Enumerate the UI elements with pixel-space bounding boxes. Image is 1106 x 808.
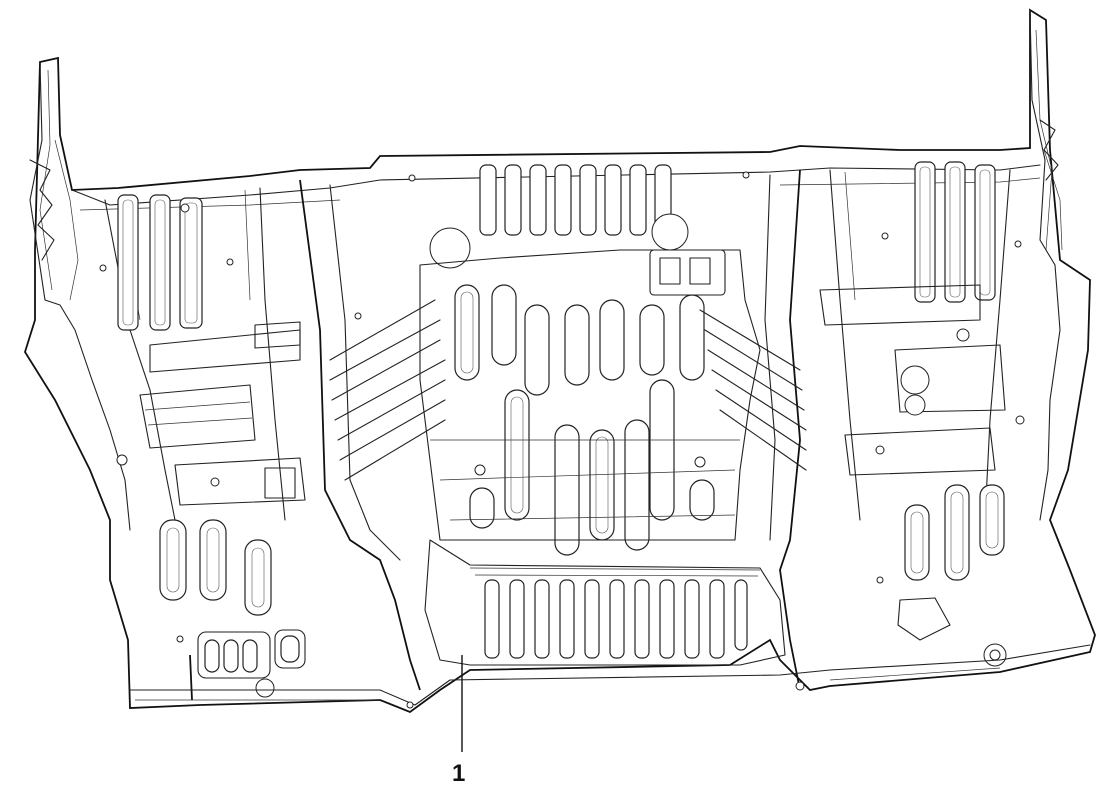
right-round-boss bbox=[651, 213, 689, 251]
left-upper-ribs bbox=[117, 194, 203, 331]
right-upper-ribs bbox=[914, 161, 996, 303]
left-lower-ribs bbox=[159, 519, 306, 701]
right-flange bbox=[1029, 9, 1061, 521]
panel-outline bbox=[24, 8, 1096, 714]
center-pan-ribs bbox=[454, 284, 715, 556]
right-tunnel-rail bbox=[779, 169, 801, 691]
front-pan bbox=[424, 539, 786, 666]
callout-label-1: 1 bbox=[452, 760, 466, 787]
left-tunnel-rail bbox=[299, 179, 421, 691]
left-brackets bbox=[139, 321, 306, 506]
right-brackets bbox=[819, 284, 1006, 476]
right-lower-ribs bbox=[897, 484, 1007, 667]
mounting-holes bbox=[99, 171, 1025, 709]
left-flange bbox=[29, 61, 131, 531]
tunnel-side-ribs bbox=[329, 299, 807, 481]
left-round-boss bbox=[429, 227, 471, 269]
front-pan-ribs bbox=[484, 579, 748, 659]
